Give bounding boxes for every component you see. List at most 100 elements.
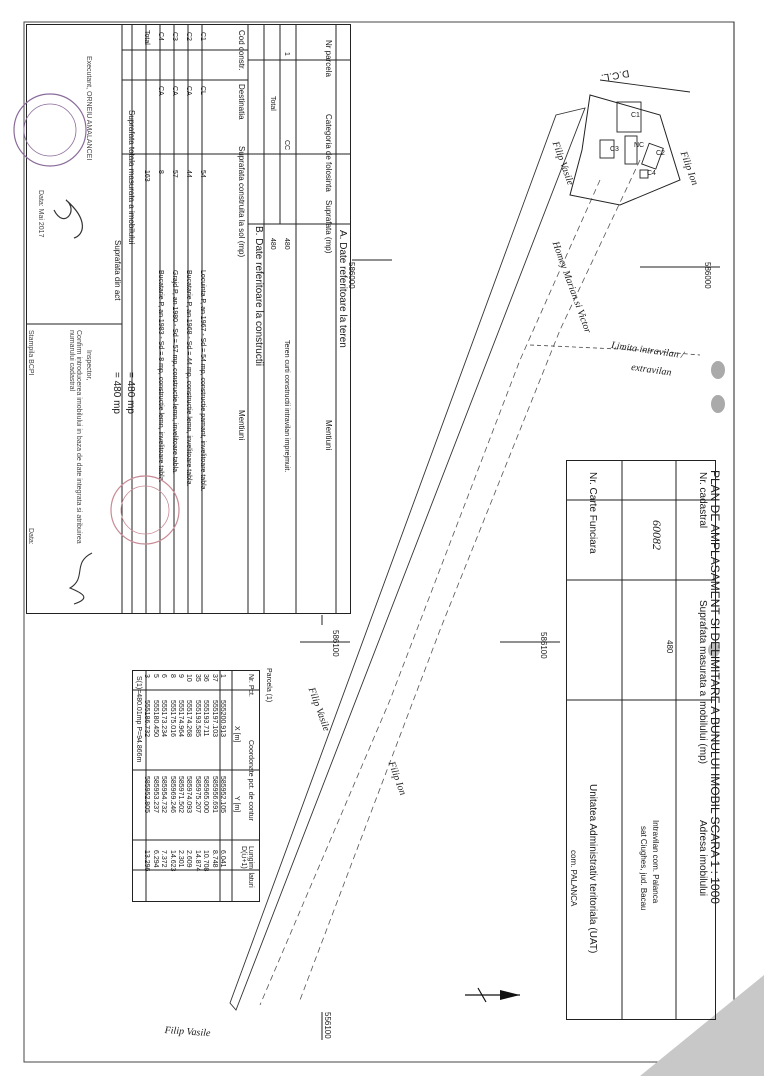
coord-cell-y: 585974.093 [185,776,193,813]
header-adresa-value-2: sat Ciughes, jud. Bacau [639,826,648,911]
coord-cell-pct: 6 [160,674,168,678]
teren-row-nr: 1 [283,52,290,56]
coord-cell-x: 555193.711 [202,700,210,737]
coord-cell-d: 8.748 [210,850,218,868]
folded-corner [640,975,764,1076]
coord-cell-d: 14.874 [193,850,201,872]
teren-row-ment: Teren curti constructii intravilan impre… [283,340,290,473]
summary-act-value: = 480 mp [111,372,122,414]
constr-header-supr: Suprafata construita la sol (mp) [237,146,246,258]
bcpi-round-stamp-icon [110,475,180,545]
coord-cell-y: 585952.105 [219,776,226,813]
building-c1-shape [616,101,642,133]
teren-total-label: Total [269,96,276,111]
coord-table-footer: S(1)=480.01mp P=94.866m [135,676,142,763]
header-nr-cadastral-label: Nr. cadastral [697,472,708,529]
building-c4-shape [639,169,649,179]
coord-cell-x: 555193.585 [193,700,201,737]
coord-cell-y: 585965.000 [202,776,210,813]
coord-cell-pct: 10 [185,674,193,682]
coord-cell-pct: 36 [202,674,210,682]
coord-header-x: X [m] [233,726,240,743]
constr-header-cod: Cod constr. [237,30,246,71]
signature-icon [53,199,83,239]
coord-cell-pct: 9 [177,674,184,678]
coord-cell-pct: 35 [193,674,201,682]
inspector-date: Data: [27,528,34,545]
coord-header-pct: Nr. Pct. [247,674,254,697]
header-adresa-value-1: Intravilan com. Palanca [651,820,660,904]
header-table [566,460,716,1020]
executant-date: Data: Mai 2017 [37,190,44,238]
section-a-title: A. Date referitoare la teren [337,230,348,348]
data-tables-frame [26,24,351,614]
coord-cell-x: 555174.964 [177,700,184,737]
coord-cell-pct: 3 [143,674,151,678]
building-label-c3: C3 [610,146,619,153]
teren-header-ment: Mentiuni [324,420,333,451]
round-stamp-icon [13,93,87,167]
teren-header-categ: Categoria de folosinta [324,114,333,192]
coord-cell-pct: 5 [151,674,159,678]
coord-cell-y: 585971.502 [177,776,184,813]
header-nr-cadastral-value: 60082 [650,520,664,550]
coord-586000-right: 586000 [703,262,712,289]
coord-header-d: Lungimi laturi D(i,i+1) [240,846,254,888]
coord-cell-d: 13.296 [143,850,151,872]
parcel-strip-outline [229,107,586,1011]
coord-cell-d: 7.372 [160,850,168,868]
teren-row-supr: 480 [283,238,290,250]
punch-hole-2 [711,395,725,413]
teren-total-value: 480 [269,238,276,250]
building-c3-shape [599,139,615,159]
inspector-title: Inspector, [85,350,92,381]
coord-cell-x: 555186.732 [143,700,151,737]
coord-cell-d: 6.041 [219,850,226,868]
header-suprafata-label: Suprafata masurata a imobilului (mp) [697,600,708,764]
bcpi-stamp [110,475,180,545]
coord-cell-y: 585956.691 [210,776,218,813]
punch-hole-3 [708,643,720,657]
building-c2-shape [641,142,664,170]
coord-header-group: Coordonate pct. de contur [247,740,254,821]
teren-header-nr: Nr parcela [324,40,333,77]
north-arrow-icon [465,987,520,1003]
header-carte-funciara-label: Nr. Carte Funciara [587,472,598,554]
section-b-title: B. Date referitoare la constructii [253,226,264,367]
inspector-text: Confirm introducerea imobilului in baza … [68,330,82,544]
intravilan-limit-line [529,344,701,356]
neighbour-boundary-1 [299,159,641,1001]
teren-header-supr: Suprafata (mp) [324,200,333,254]
parcel-1-outline [569,94,681,206]
coord-cell-d: 2.301 [177,850,184,868]
coord-cell-pct: 37 [210,674,218,682]
summary-masurata-value: = 480 mp [125,372,136,414]
coord-586100-right: 586100 [539,632,548,659]
building-label-c2: C2 [656,150,665,157]
coord-cell-x: 555197.103 [210,700,218,737]
teren-row-categ: CC [283,140,290,151]
constr-header-ment: Mentiuni [237,410,246,441]
header-uat-value: com. PALANCA [569,850,578,907]
coord-586100-left: 586100 [331,630,340,657]
coord-header-y: Y [m] [233,796,240,813]
coord-cell-y: 585952.805 [143,776,151,813]
coord-cell-d: 6.294 [151,850,159,868]
building-nc-shape [624,135,638,165]
coord-cell-x: 555174.268 [185,700,193,737]
building-label-nc: NC [634,142,645,149]
coord-cell-x: 555180.450 [151,700,159,737]
summary-masurata-label: Suprafata totala masurata a imobilului [127,110,136,245]
header-uat-label: Unitatea Administrativ teritoriala (UAT) [587,784,598,954]
coord-cell-x: 555175.016 [168,700,176,737]
coord-table-parcela-label: Parcela (1) [265,668,272,703]
building-label-c1: C1 [631,112,640,119]
coord-cell-d: 2.609 [185,850,193,868]
coord-cell-d: 10.708 [202,850,210,872]
executant-stamp [13,93,87,239]
coord-cell-x: 555173.234 [160,700,168,737]
coord-cell-x: 555200.913 [219,700,226,737]
building-label-c4: C4 [647,170,656,177]
summary-act-label: Suprafata din act [113,240,122,301]
